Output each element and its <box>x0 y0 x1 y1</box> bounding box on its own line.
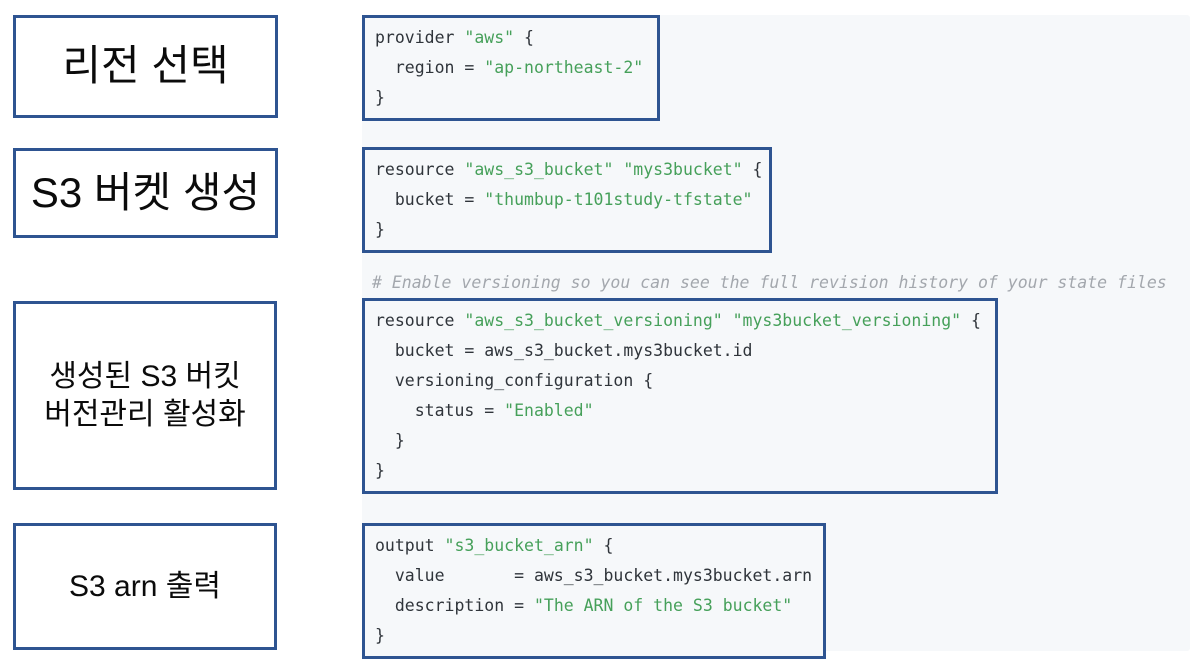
label-box-s3-arn-output: S3 arn 출력 <box>13 523 277 650</box>
code-block-s3-bucket: resource "aws_s3_bucket" "mys3bucket" { … <box>362 147 772 253</box>
code-string-token: "s3_bucket_arn" <box>444 536 594 555</box>
code-token: bucket = <box>375 190 485 209</box>
code-line: output "s3_bucket_arn" { <box>375 531 813 561</box>
code-token: resource <box>375 160 465 179</box>
code-comment: # Enable versioning so you can see the f… <box>372 273 1167 292</box>
code-line: } <box>375 621 813 651</box>
code-token: { <box>961 311 981 330</box>
label-line: 버전관리 활성화 <box>44 397 246 431</box>
code-token: } <box>375 220 385 239</box>
code-string-token: "aws_s3_bucket" <box>464 160 614 179</box>
code-line: status = "Enabled" <box>375 396 985 426</box>
code-string-token: "aws_s3_bucket_versioning" <box>464 311 723 330</box>
code-line: description = "The ARN of the S3 bucket" <box>375 591 813 621</box>
label-box-s3-bucket-create: S3 버켓 생성 <box>13 148 278 238</box>
label-box-region-select: 리전 선택 <box>13 15 278 118</box>
code-token: } <box>375 88 385 107</box>
code-token: } <box>375 626 385 645</box>
code-token: { <box>593 536 614 555</box>
code-string-token: "The ARN of the S3 bucket" <box>533 596 793 615</box>
code-token <box>723 311 733 330</box>
code-token: bucket = aws_s3_bucket.mys3bucket.id <box>375 341 753 360</box>
code-string-token: "Enabled" <box>504 401 594 420</box>
code-token: provider <box>375 28 465 47</box>
code-line: versioning_configuration { <box>375 366 985 396</box>
code-line: bucket = aws_s3_bucket.mys3bucket.id <box>375 336 985 366</box>
code-block-output: output "s3_bucket_arn" { value = aws_s3_… <box>362 523 826 659</box>
code-block-versioning: resource "aws_s3_bucket_versioning" "mys… <box>362 298 998 494</box>
code-line: resource "aws_s3_bucket" "mys3bucket" { <box>375 155 762 185</box>
code-token: output <box>375 536 445 555</box>
code-string-token: "thumbup-t101study-tfstate" <box>484 190 753 209</box>
code-string-token: "aws" <box>464 28 515 47</box>
code-line: bucket = "thumbup-t101study-tfstate" <box>375 185 759 215</box>
code-line: } <box>375 426 985 456</box>
code-line: provider "aws" { <box>375 23 647 53</box>
code-token: { <box>514 28 534 47</box>
code-token: description = <box>375 596 534 615</box>
code-line: } <box>375 83 647 113</box>
code-string-token: "mys3bucket_versioning" <box>732 311 962 330</box>
code-line: value = aws_s3_bucket.mys3bucket.arn <box>375 561 813 591</box>
code-token: resource <box>375 311 465 330</box>
code-string-token: "mys3bucket" <box>623 160 743 179</box>
label-line: 생성된 S3 버킷 <box>49 360 241 393</box>
code-line: } <box>375 215 759 245</box>
code-token: { <box>742 160 763 179</box>
code-token: status = <box>375 401 505 420</box>
code-string-token: "ap-northeast-2" <box>484 58 644 77</box>
code-token: } <box>375 431 405 450</box>
label-line: S3 버켓 생성 <box>30 168 261 216</box>
code-block-provider: provider "aws" { region = "ap-northeast-… <box>362 15 660 121</box>
code-token: versioning_configuration { <box>375 371 654 390</box>
code-token <box>613 160 623 179</box>
label-line: S3 arn 출력 <box>69 569 221 603</box>
code-token: } <box>375 461 385 480</box>
code-token: value = aws_s3_bucket.mys3bucket.arn <box>375 566 813 585</box>
code-line: region = "ap-northeast-2" <box>375 53 647 83</box>
label-line: 리전 선택 <box>62 42 229 90</box>
code-line: resource "aws_s3_bucket_versioning" "mys… <box>375 306 985 336</box>
code-line: } <box>375 456 985 486</box>
code-token: region = <box>375 58 485 77</box>
